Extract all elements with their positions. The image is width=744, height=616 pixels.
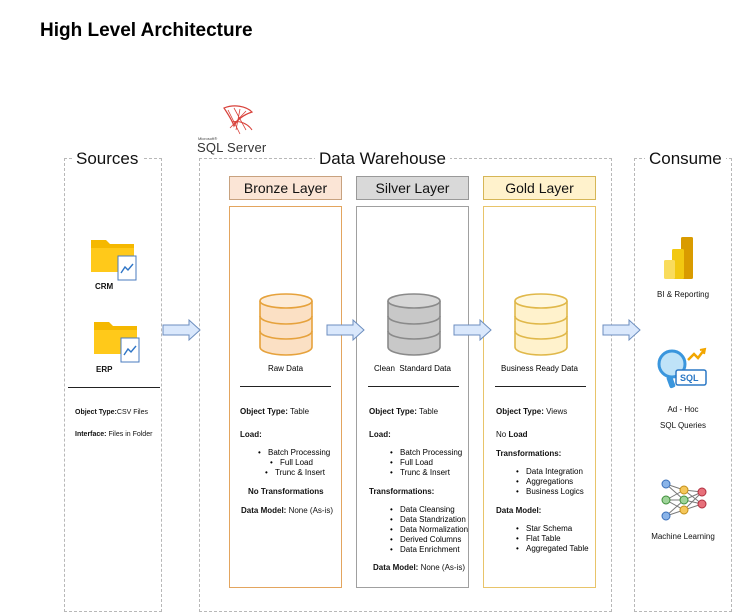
arrow-sources-to-bronze [162,318,201,342]
list-item: Aggregated Table [516,544,589,554]
machine-learning-label: Machine Learning [651,532,715,541]
bronze-load-list: Batch Processing Full Load Trunc & Inser… [258,448,330,478]
sources-title: Sources [72,149,143,169]
gold-load: No Load [496,430,528,439]
consume-title: Consume [645,149,726,169]
list-item: Derived Columns [390,535,468,545]
sources-object-type: Object Type:CSV Files [75,409,149,416]
erp-label: ERP [96,365,113,374]
list-item: Data Normalization [390,525,468,535]
silver-transformations-label: Transformations: [369,487,435,496]
bronze-transformations: No Transformations [248,487,324,496]
gold-object-type: Object Type: Views [496,407,568,416]
list-item: Data Standrization [390,515,468,525]
arrow-silver-to-gold [453,318,492,342]
bi-reporting-label: BI & Reporting [656,290,710,299]
data-warehouse-title: Data Warehouse [315,149,450,169]
list-item: Trunc & Insert [390,468,462,478]
gold-data-label: Business Ready Data [501,364,578,373]
list-item: Data Integration [516,467,584,477]
bronze-database-icon [259,293,313,356]
page-title: High Level Architecture [40,20,253,41]
sql-queries-label: SQL Queries [660,421,706,430]
sql-badge-text: SQL [680,373,699,383]
power-bi-icon [664,237,693,279]
list-item: Star Schema [516,524,589,534]
bronze-object-type: Object Type: Table [240,407,310,416]
list-item: Trunc & Insert [265,468,330,478]
list-item: Full Load [270,458,330,468]
silver-divider [368,386,459,387]
silver-load-list: Batch Processing Full Load Trunc & Inser… [390,448,462,478]
list-item: Business Logics [516,487,584,497]
sql-query-icon [657,347,707,389]
gold-database-icon [514,293,568,356]
gold-layer-header: Gold Layer [483,176,596,200]
silver-transform-list: Data Cleansing Data Standrization Data N… [390,505,468,555]
bronze-layer-box [229,206,342,588]
bronze-divider [240,386,331,387]
list-item: Data Cleansing [390,505,468,515]
sql-server-logo-icon [223,105,254,135]
gold-model-list: Star Schema Flat Table Aggregated Table [516,524,589,554]
silver-object-type: Object Type: Table [369,407,439,416]
crm-label: CRM [95,282,114,291]
list-item: Full Load [390,458,462,468]
list-item: Data Enrichment [390,545,468,555]
silver-layer-header: Silver Layer [356,176,469,200]
list-item: Aggregations [516,477,584,487]
list-item: Batch Processing [390,448,462,458]
silver-load-label: Load: [369,430,391,439]
bronze-data-label: Raw Data [267,364,304,373]
bronze-load-label: Load: [240,430,262,439]
divider [68,387,160,388]
arrow-gold-to-consume [602,318,641,342]
sources-interface: Interface: Files in Folder [75,431,153,438]
gold-transformations-label: Transformations: [496,449,562,458]
arrow-bronze-to-silver [326,318,365,342]
machine-learning-icon [661,479,707,521]
gold-transform-list: Data Integration Aggregations Business L… [516,467,584,497]
crm-folder-icon [91,240,137,281]
silver-database-icon [387,293,441,356]
silver-data-label: Clean Standard Data [374,364,451,373]
sql-server-small-text: Microsoft® [198,136,218,141]
gold-data-model-label: Data Model: [496,506,542,515]
list-item: Batch Processing [258,448,330,458]
bronze-data-model: Data Model: None (As-is) [241,506,334,515]
erp-folder-icon [94,322,140,363]
adhoc-label: Ad - Hoc [667,405,699,414]
silver-data-model: Data Model: None (As-is) [373,563,466,572]
bronze-layer-header: Bronze Layer [229,176,342,200]
gold-divider [495,386,586,387]
list-item: Flat Table [516,534,589,544]
sql-server-label: SQL Server [197,140,267,155]
